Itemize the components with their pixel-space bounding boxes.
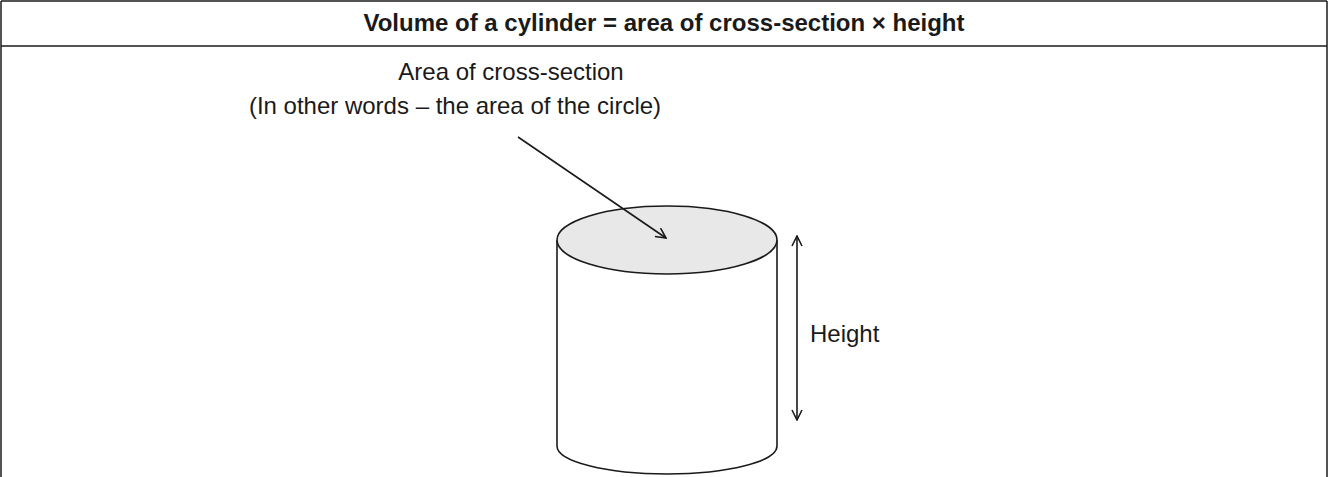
- table-heading: Volume of a cylinder = area of cross-sec…: [0, 0, 1328, 46]
- leader-arrow: [518, 137, 666, 238]
- callout-label: Area of cross-section: [398, 58, 623, 87]
- callout-note: (In other words – the area of the circle…: [249, 92, 661, 121]
- cylinder: [557, 206, 777, 474]
- dimension-label: Height: [810, 320, 879, 349]
- height-arrow: [796, 236, 798, 420]
